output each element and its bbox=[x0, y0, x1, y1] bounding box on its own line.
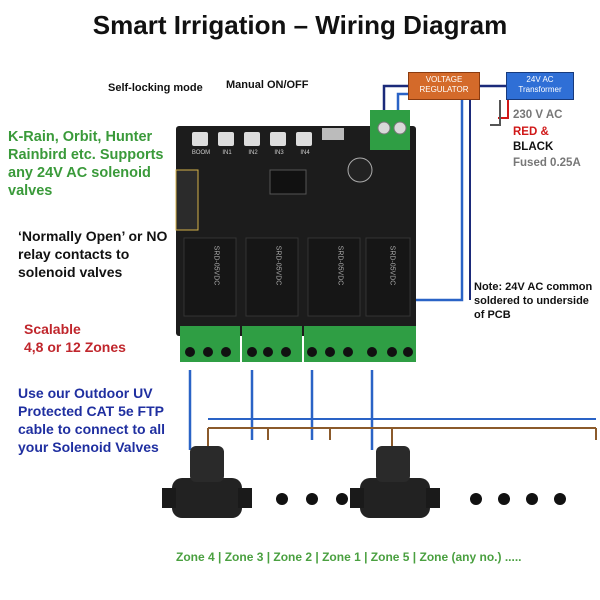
self-locking-label: Self-locking mode bbox=[108, 82, 203, 94]
valve-solenoid bbox=[376, 446, 410, 482]
transformer-label-line1: 24V AC bbox=[526, 75, 554, 84]
terminal-screw bbox=[263, 347, 273, 357]
in1-button-label: IN1 bbox=[222, 150, 232, 156]
terminal-screw bbox=[221, 347, 231, 357]
wire-transformer-mains-black bbox=[490, 100, 501, 126]
valve-solenoid bbox=[190, 446, 224, 482]
more-zones-dot bbox=[306, 493, 318, 505]
wire-regulator-to-terminal-b bbox=[396, 92, 408, 112]
solenoid-valve-zone4 bbox=[162, 446, 252, 518]
mains-voltage-label: 230 V AC bbox=[513, 109, 563, 121]
more-zones-dot bbox=[526, 493, 538, 505]
terminal-screw bbox=[307, 347, 317, 357]
zone-wires bbox=[188, 370, 597, 450]
common-wire-note: Note: 24V AC common soldered to undersid… bbox=[474, 281, 593, 321]
fuse-label: Fused 0.25A bbox=[513, 157, 581, 169]
regulator-label-line1: VOLTAGE bbox=[425, 75, 463, 84]
zone-terminals bbox=[180, 326, 416, 362]
valve-inlet bbox=[350, 488, 364, 508]
solenoid-valve-zone1 bbox=[350, 446, 440, 518]
voltage-regulator-box: VOLTAGE REGULATOR bbox=[408, 72, 480, 100]
scalable-zones: 4,8 or 12 Zones bbox=[24, 339, 126, 355]
relay-2 bbox=[245, 237, 299, 317]
relay-label: SRD-05VDC bbox=[336, 245, 344, 286]
relay-label: SRD-05VDC bbox=[388, 245, 396, 286]
ic-chip bbox=[269, 169, 307, 195]
in2-button-label: IN2 bbox=[248, 150, 258, 156]
usb-port bbox=[322, 128, 344, 140]
valve-outlet bbox=[238, 488, 252, 508]
relay-1 bbox=[183, 237, 237, 317]
boom-button-label: BOOM bbox=[191, 150, 211, 156]
terminal-screw bbox=[247, 347, 257, 357]
terminal-screw bbox=[281, 347, 291, 357]
red-wire-label: RED & bbox=[513, 126, 549, 138]
manual-label: Manual ON/OFF bbox=[226, 79, 309, 91]
normally-open-note: ‘Normally Open’ or NO relay contacts to … bbox=[18, 228, 168, 280]
button-row: BOOM IN1 IN2 IN3 IN4 bbox=[192, 128, 322, 164]
terminal-screw bbox=[343, 347, 353, 357]
boom-button[interactable] bbox=[192, 132, 208, 146]
in4-button[interactable] bbox=[296, 132, 312, 146]
in2-button[interactable] bbox=[244, 132, 260, 146]
more-zones-dot bbox=[498, 493, 510, 505]
transformer-label-line2: Transformer bbox=[518, 85, 562, 94]
in4-button-label: IN4 bbox=[300, 150, 310, 156]
relay-board bbox=[175, 110, 416, 336]
wire-transformer-mains-red bbox=[498, 100, 509, 119]
valve-outlet bbox=[426, 488, 440, 508]
power-screw-b bbox=[393, 121, 407, 135]
cable-note: Use our Outdoor UV Protected CAT 5e FTP … bbox=[18, 385, 166, 455]
scalable-note: Scalable 4,8 or 12 Zones bbox=[24, 320, 184, 356]
terminal-screw bbox=[185, 347, 195, 357]
valve-inlet bbox=[162, 488, 176, 508]
terminal-screw bbox=[367, 347, 377, 357]
terminal-screw bbox=[203, 347, 213, 357]
more-zones-dot bbox=[470, 493, 482, 505]
valve-body bbox=[360, 478, 430, 518]
page-title: Smart Irrigation – Wiring Diagram bbox=[92, 10, 508, 40]
regulator-label-line2: REGULATOR bbox=[419, 85, 469, 94]
supported-valves-note: K-Rain, Orbit, Hunter Rainbird etc. Supp… bbox=[8, 129, 164, 199]
in1-button[interactable] bbox=[218, 132, 234, 146]
valve-body bbox=[172, 478, 242, 518]
in3-button[interactable] bbox=[270, 132, 286, 146]
more-zones-dot bbox=[336, 493, 348, 505]
terminal-screw bbox=[403, 347, 413, 357]
wifi-module bbox=[175, 169, 199, 231]
relay-label: SRD-05VDC bbox=[274, 245, 282, 286]
scalable-title: Scalable bbox=[24, 321, 81, 337]
black-wire-label: BLACK bbox=[513, 141, 554, 153]
zones-caption: Zone 4 | Zone 3 | Zone 2 | Zone 1 | Zone… bbox=[176, 550, 522, 564]
in3-button-label: IN3 bbox=[274, 150, 284, 156]
terminal-screw bbox=[387, 347, 397, 357]
capacitor bbox=[347, 157, 373, 183]
power-screw-a bbox=[377, 121, 391, 135]
relay-label: SRD-05VDC bbox=[212, 245, 220, 286]
transformer-box: 24V AC Transformer bbox=[506, 72, 574, 100]
terminal-screw bbox=[325, 347, 335, 357]
more-zones-dot bbox=[276, 493, 288, 505]
wire-regulator-to-terminal-a bbox=[382, 84, 408, 112]
more-zones-dot bbox=[554, 493, 566, 505]
relay-4 bbox=[365, 237, 411, 317]
relay-3 bbox=[307, 237, 361, 317]
